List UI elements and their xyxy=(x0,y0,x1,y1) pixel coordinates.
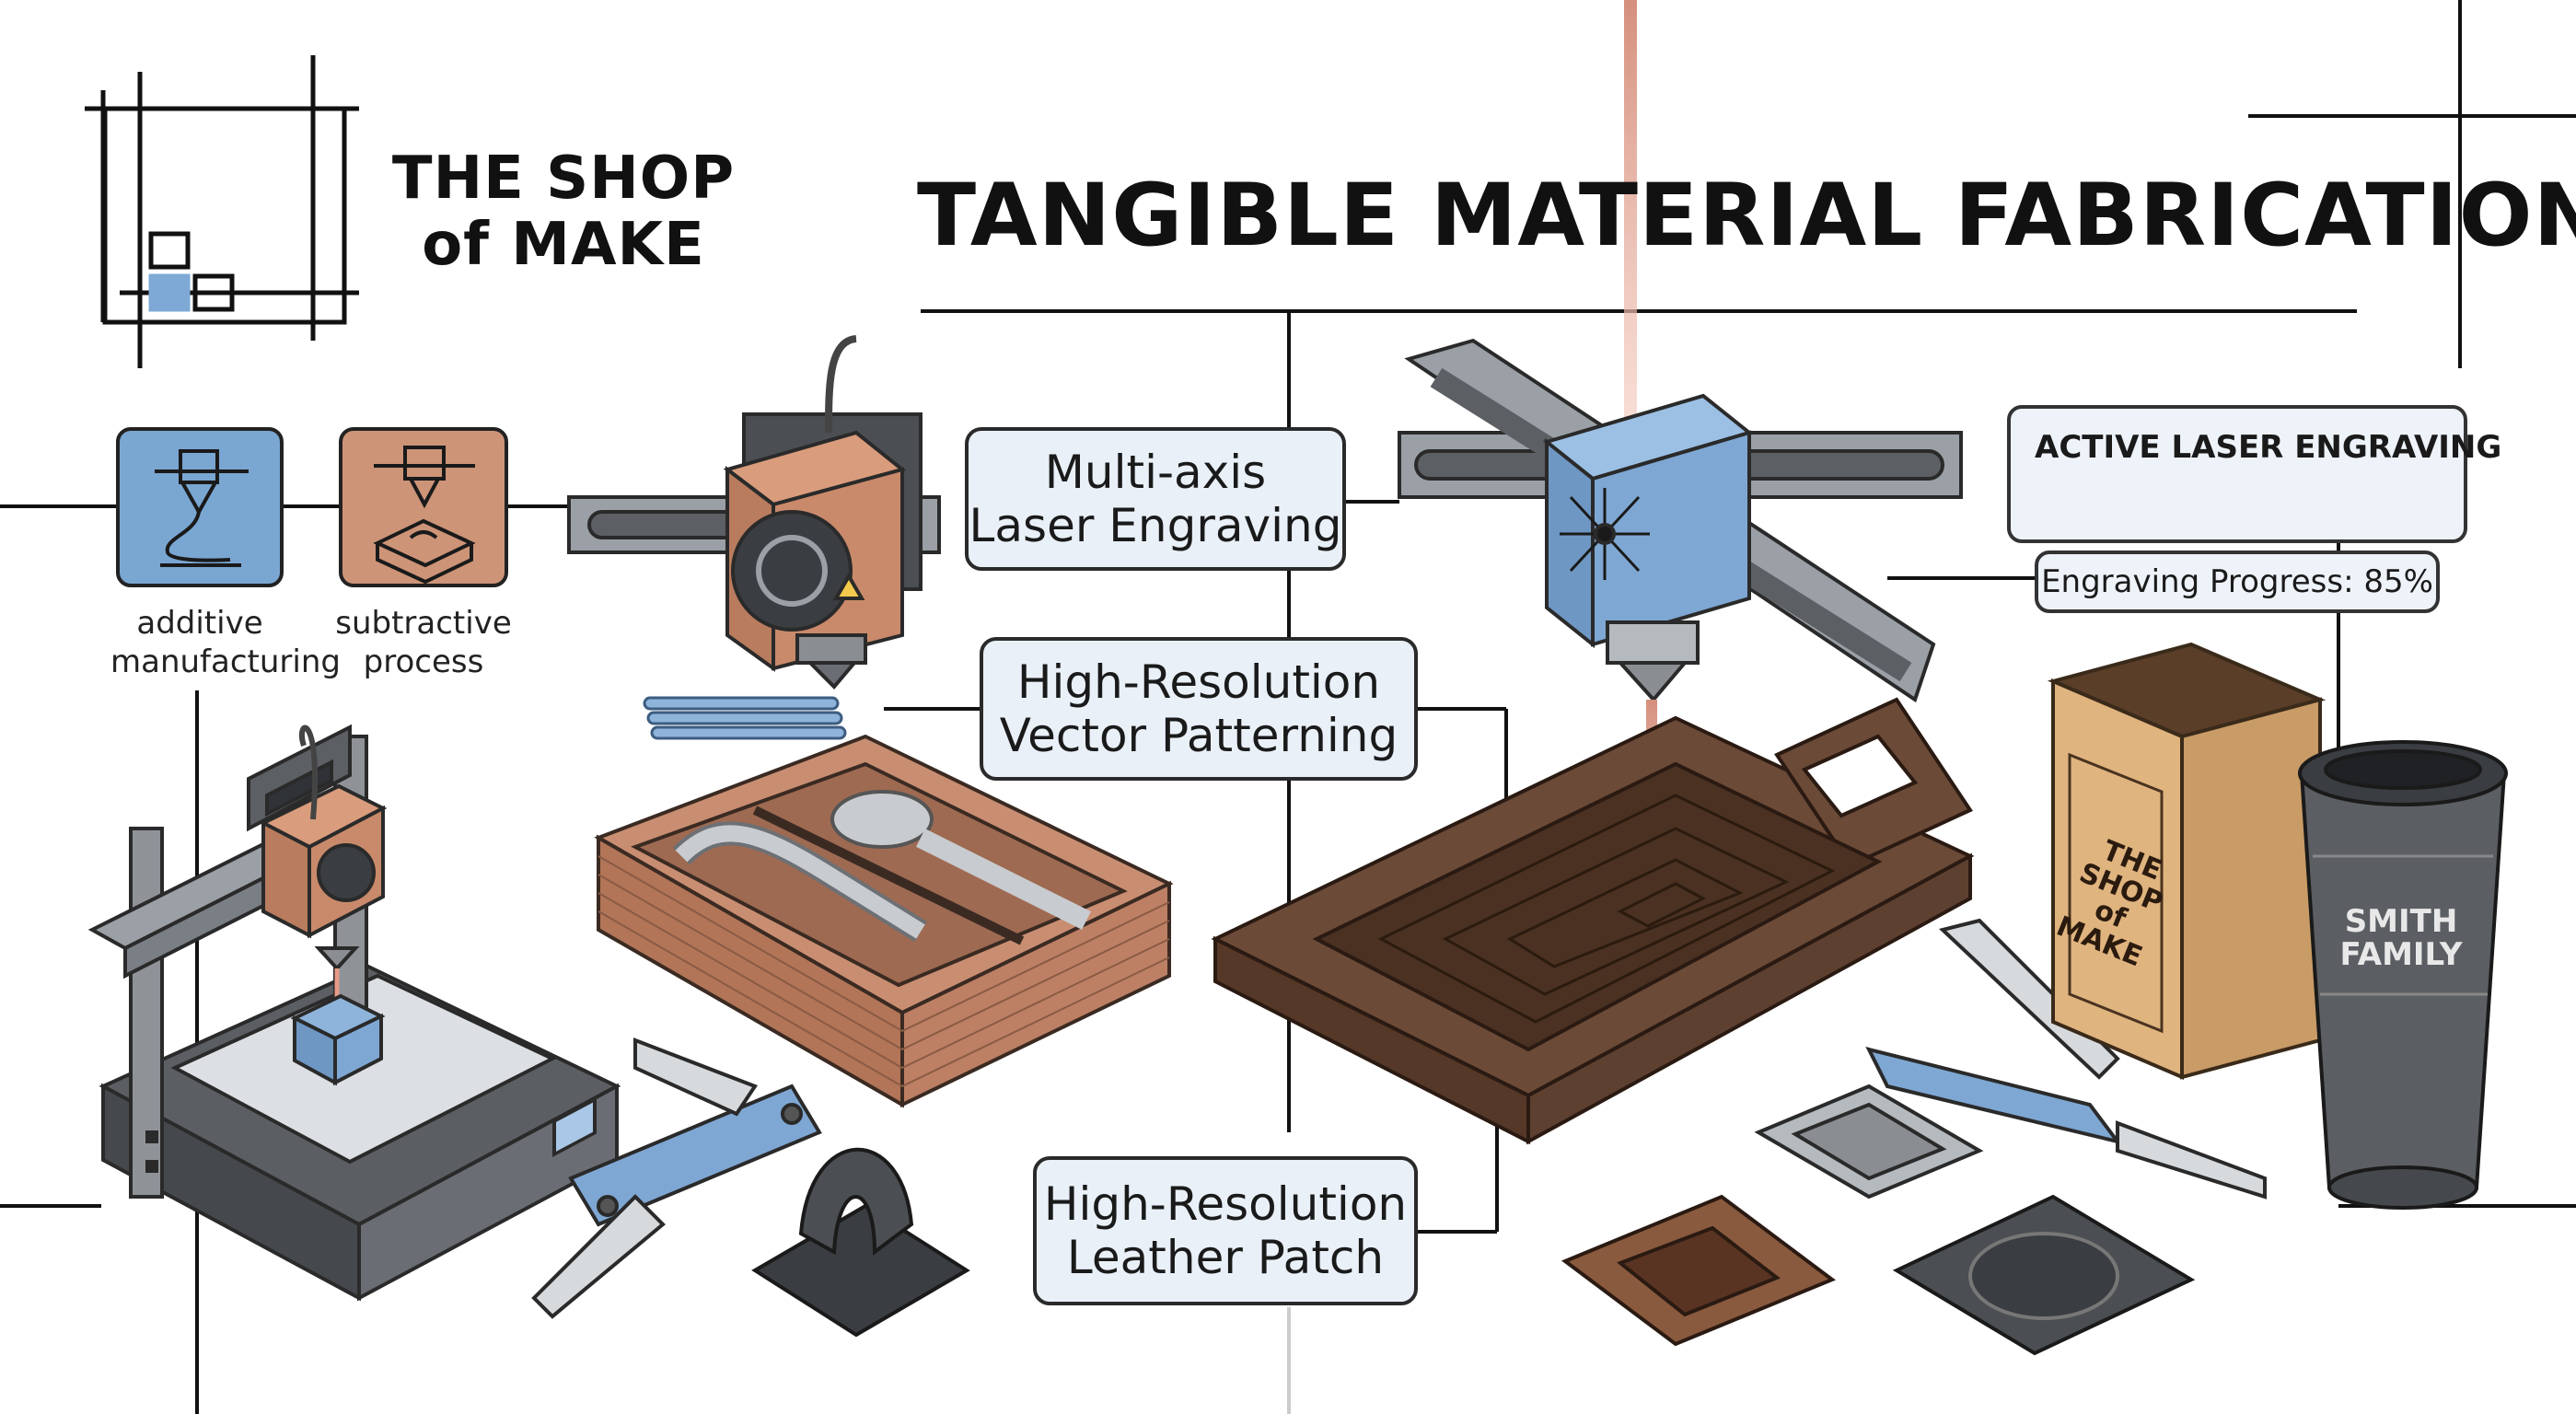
brand-logo-icon xyxy=(85,55,359,368)
callout-multi-axis: Multi-axis Laser Engraving xyxy=(965,427,1346,571)
3d-printer-illustration xyxy=(87,724,621,1302)
utensil-tray-illustration xyxy=(594,734,1174,1108)
additive-label: additive manufacturing xyxy=(110,605,341,680)
callout-leather-patch: High-Resolution Leather Patch xyxy=(1033,1156,1418,1305)
laser-gantry-illustration xyxy=(1398,0,1963,893)
laser-status-title: ACTIVE LASER ENGRAVING xyxy=(2035,429,2502,466)
stand-illustration xyxy=(751,1147,970,1338)
brand-name: THE SHOP of MAKE xyxy=(389,145,738,278)
tumbler-illustration xyxy=(2298,740,2508,1210)
page-title: TANGIBLE MATERIAL FABRICATION xyxy=(917,166,2576,266)
wooden-box-illustration xyxy=(2047,642,2327,1081)
brand-line2: of MAKE xyxy=(422,211,705,279)
slate-coaster-illustration xyxy=(1892,1194,2196,1356)
callout-vector-patterning: High-Resolution Vector Patterning xyxy=(980,637,1418,781)
cutting-board-illustration xyxy=(1211,697,1975,1145)
pocket-knife-illustration xyxy=(1865,918,2267,1200)
subtractive-icon xyxy=(339,427,508,587)
additive-icon xyxy=(116,427,284,587)
subtractive-label: subtractive process xyxy=(335,605,512,680)
tumbler-engraving: SMITH FAMILY xyxy=(2339,903,2463,973)
laser-status-panel: ACTIVE LASER ENGRAVING xyxy=(2007,405,2501,543)
metal-card-illustration xyxy=(1754,1084,1984,1200)
multitool-illustration xyxy=(531,1037,822,1319)
brand-line1: THE SHOP xyxy=(391,145,736,213)
leather-patch-illustration xyxy=(1561,1194,1837,1347)
extruder-head-illustration xyxy=(567,335,941,740)
engraving-progress-label: Engraving Progress: 85% xyxy=(2035,551,2440,613)
